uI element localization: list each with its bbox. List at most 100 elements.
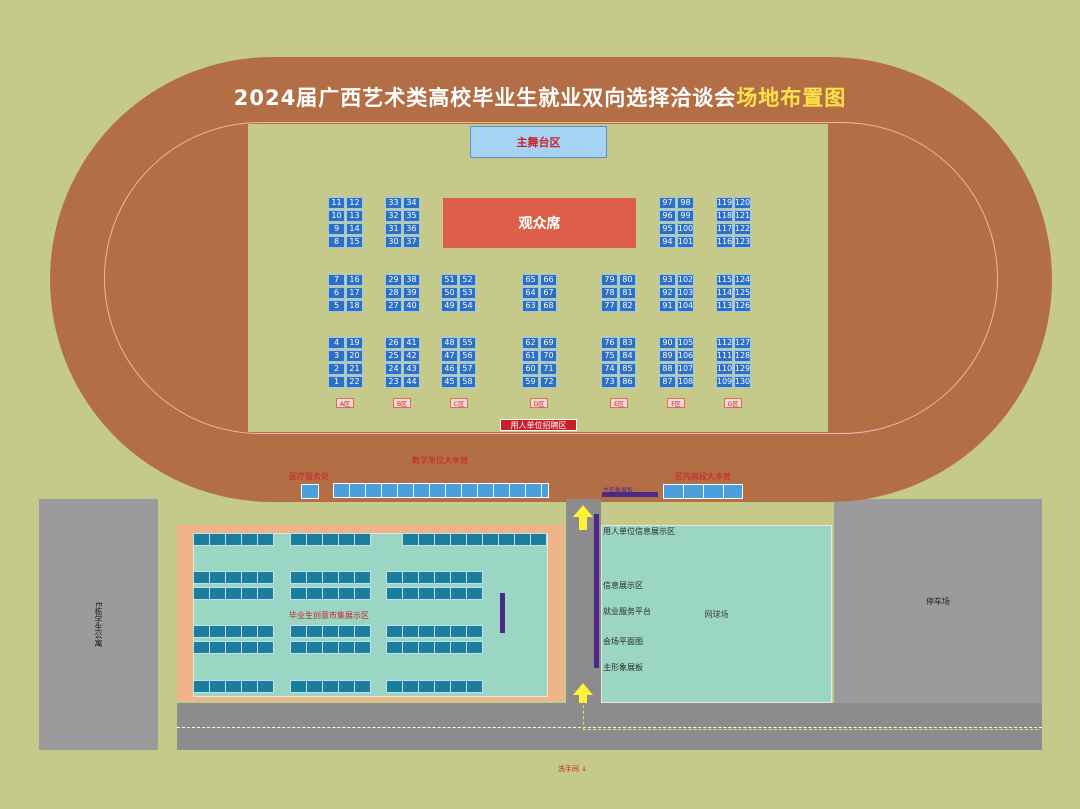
market-stall — [225, 571, 242, 584]
booth-number: 94 — [659, 236, 676, 248]
market-stall — [209, 625, 226, 638]
market-stall — [290, 571, 307, 584]
booth-number: 101 — [677, 236, 694, 248]
market-stall — [306, 680, 323, 693]
booth-number: 5 — [328, 300, 345, 312]
booth-number: 14 — [346, 223, 363, 235]
market-stall — [322, 587, 339, 600]
market-stall — [338, 641, 355, 654]
booth-number: 45 — [441, 376, 458, 388]
zone-tag-f: F区 — [667, 398, 685, 408]
booth-number: 125 — [734, 287, 751, 299]
bottom-road — [177, 703, 1042, 750]
road-centerline — [177, 727, 1042, 728]
market-stall — [322, 680, 339, 693]
booth-number: 67 — [540, 287, 557, 299]
booth-number: 71 — [540, 363, 557, 375]
booth-number: 44 — [403, 376, 420, 388]
yellow-guide-vertical — [583, 700, 584, 730]
market-stall — [354, 641, 371, 654]
booth-number: 33 — [385, 197, 402, 209]
booth-number: 118 — [716, 210, 733, 222]
market-stall — [498, 533, 515, 546]
market-stall — [434, 571, 451, 584]
booth-number: 22 — [346, 376, 363, 388]
booth-number: 74 — [601, 363, 618, 375]
booth-number: 61 — [522, 350, 539, 362]
market-stall — [257, 625, 274, 638]
market-stall — [386, 587, 403, 600]
booth-number: 36 — [403, 223, 420, 235]
market-stall — [466, 680, 483, 693]
booth-number: 73 — [601, 376, 618, 388]
booth-number: 43 — [403, 363, 420, 375]
info-board-label: 信息展示区 — [603, 581, 643, 590]
zone-tag-d: D区 — [530, 398, 548, 408]
booth-number: 107 — [677, 363, 694, 375]
market-stall — [354, 680, 371, 693]
market-stall — [338, 625, 355, 638]
market-stall — [482, 533, 499, 546]
market-stall — [450, 625, 467, 638]
info-zone-label: 用人单位信息展示区 — [603, 527, 675, 536]
booth-number: 30 — [385, 236, 402, 248]
up-arrow-icon — [573, 683, 593, 708]
booth-number: 13 — [346, 210, 363, 222]
booth-number: 129 — [734, 363, 751, 375]
market-stall — [225, 625, 242, 638]
market-stall — [225, 641, 242, 654]
booth-number: 79 — [601, 274, 618, 286]
booth-number: 115 — [716, 274, 733, 286]
market-stall — [402, 625, 419, 638]
booth-number: 123 — [734, 236, 751, 248]
apartment-building: E栋学生公寓 — [39, 499, 158, 750]
market-stall — [225, 533, 242, 546]
booth-number: 42 — [403, 350, 420, 362]
market-stall — [466, 533, 483, 546]
market-stall — [338, 587, 355, 600]
market-stall — [193, 641, 210, 654]
booth-number: 117 — [716, 223, 733, 235]
booth-number: 87 — [659, 376, 676, 388]
booth-number: 10 — [328, 210, 345, 222]
booth-number: 19 — [346, 337, 363, 349]
booth-number: 99 — [677, 210, 694, 222]
booth-number: 38 — [403, 274, 420, 286]
booth-number: 88 — [659, 363, 676, 375]
booth-number: 50 — [441, 287, 458, 299]
booth-number: 127 — [734, 337, 751, 349]
booth-number: 86 — [619, 376, 636, 388]
booth-number: 6 — [328, 287, 345, 299]
market-stall — [338, 680, 355, 693]
info-boards-line — [594, 514, 599, 668]
employment-platform-label: 就业服务平台 — [603, 607, 651, 616]
booth-number: 97 — [659, 197, 676, 209]
zone-tag-a: A区 — [336, 398, 354, 408]
court-label: 网球场 — [704, 609, 729, 619]
booth-number: 119 — [716, 197, 733, 209]
market-stall — [386, 571, 403, 584]
market-stall — [257, 571, 274, 584]
market-stall — [209, 533, 226, 546]
booth-number: 126 — [734, 300, 751, 312]
booth-number: 108 — [677, 376, 694, 388]
main-stage-area: 主舞台区 — [470, 126, 607, 158]
market-stall — [306, 641, 323, 654]
booth-number: 2 — [328, 363, 345, 375]
market-stall — [322, 571, 339, 584]
booth-number: 52 — [459, 274, 476, 286]
booth-number: 98 — [677, 197, 694, 209]
market-stall — [418, 680, 435, 693]
booth-number: 20 — [346, 350, 363, 362]
market-stall — [466, 587, 483, 600]
market-stall — [290, 587, 307, 600]
booth-number: 9 — [328, 223, 345, 235]
market-stall — [514, 533, 531, 546]
